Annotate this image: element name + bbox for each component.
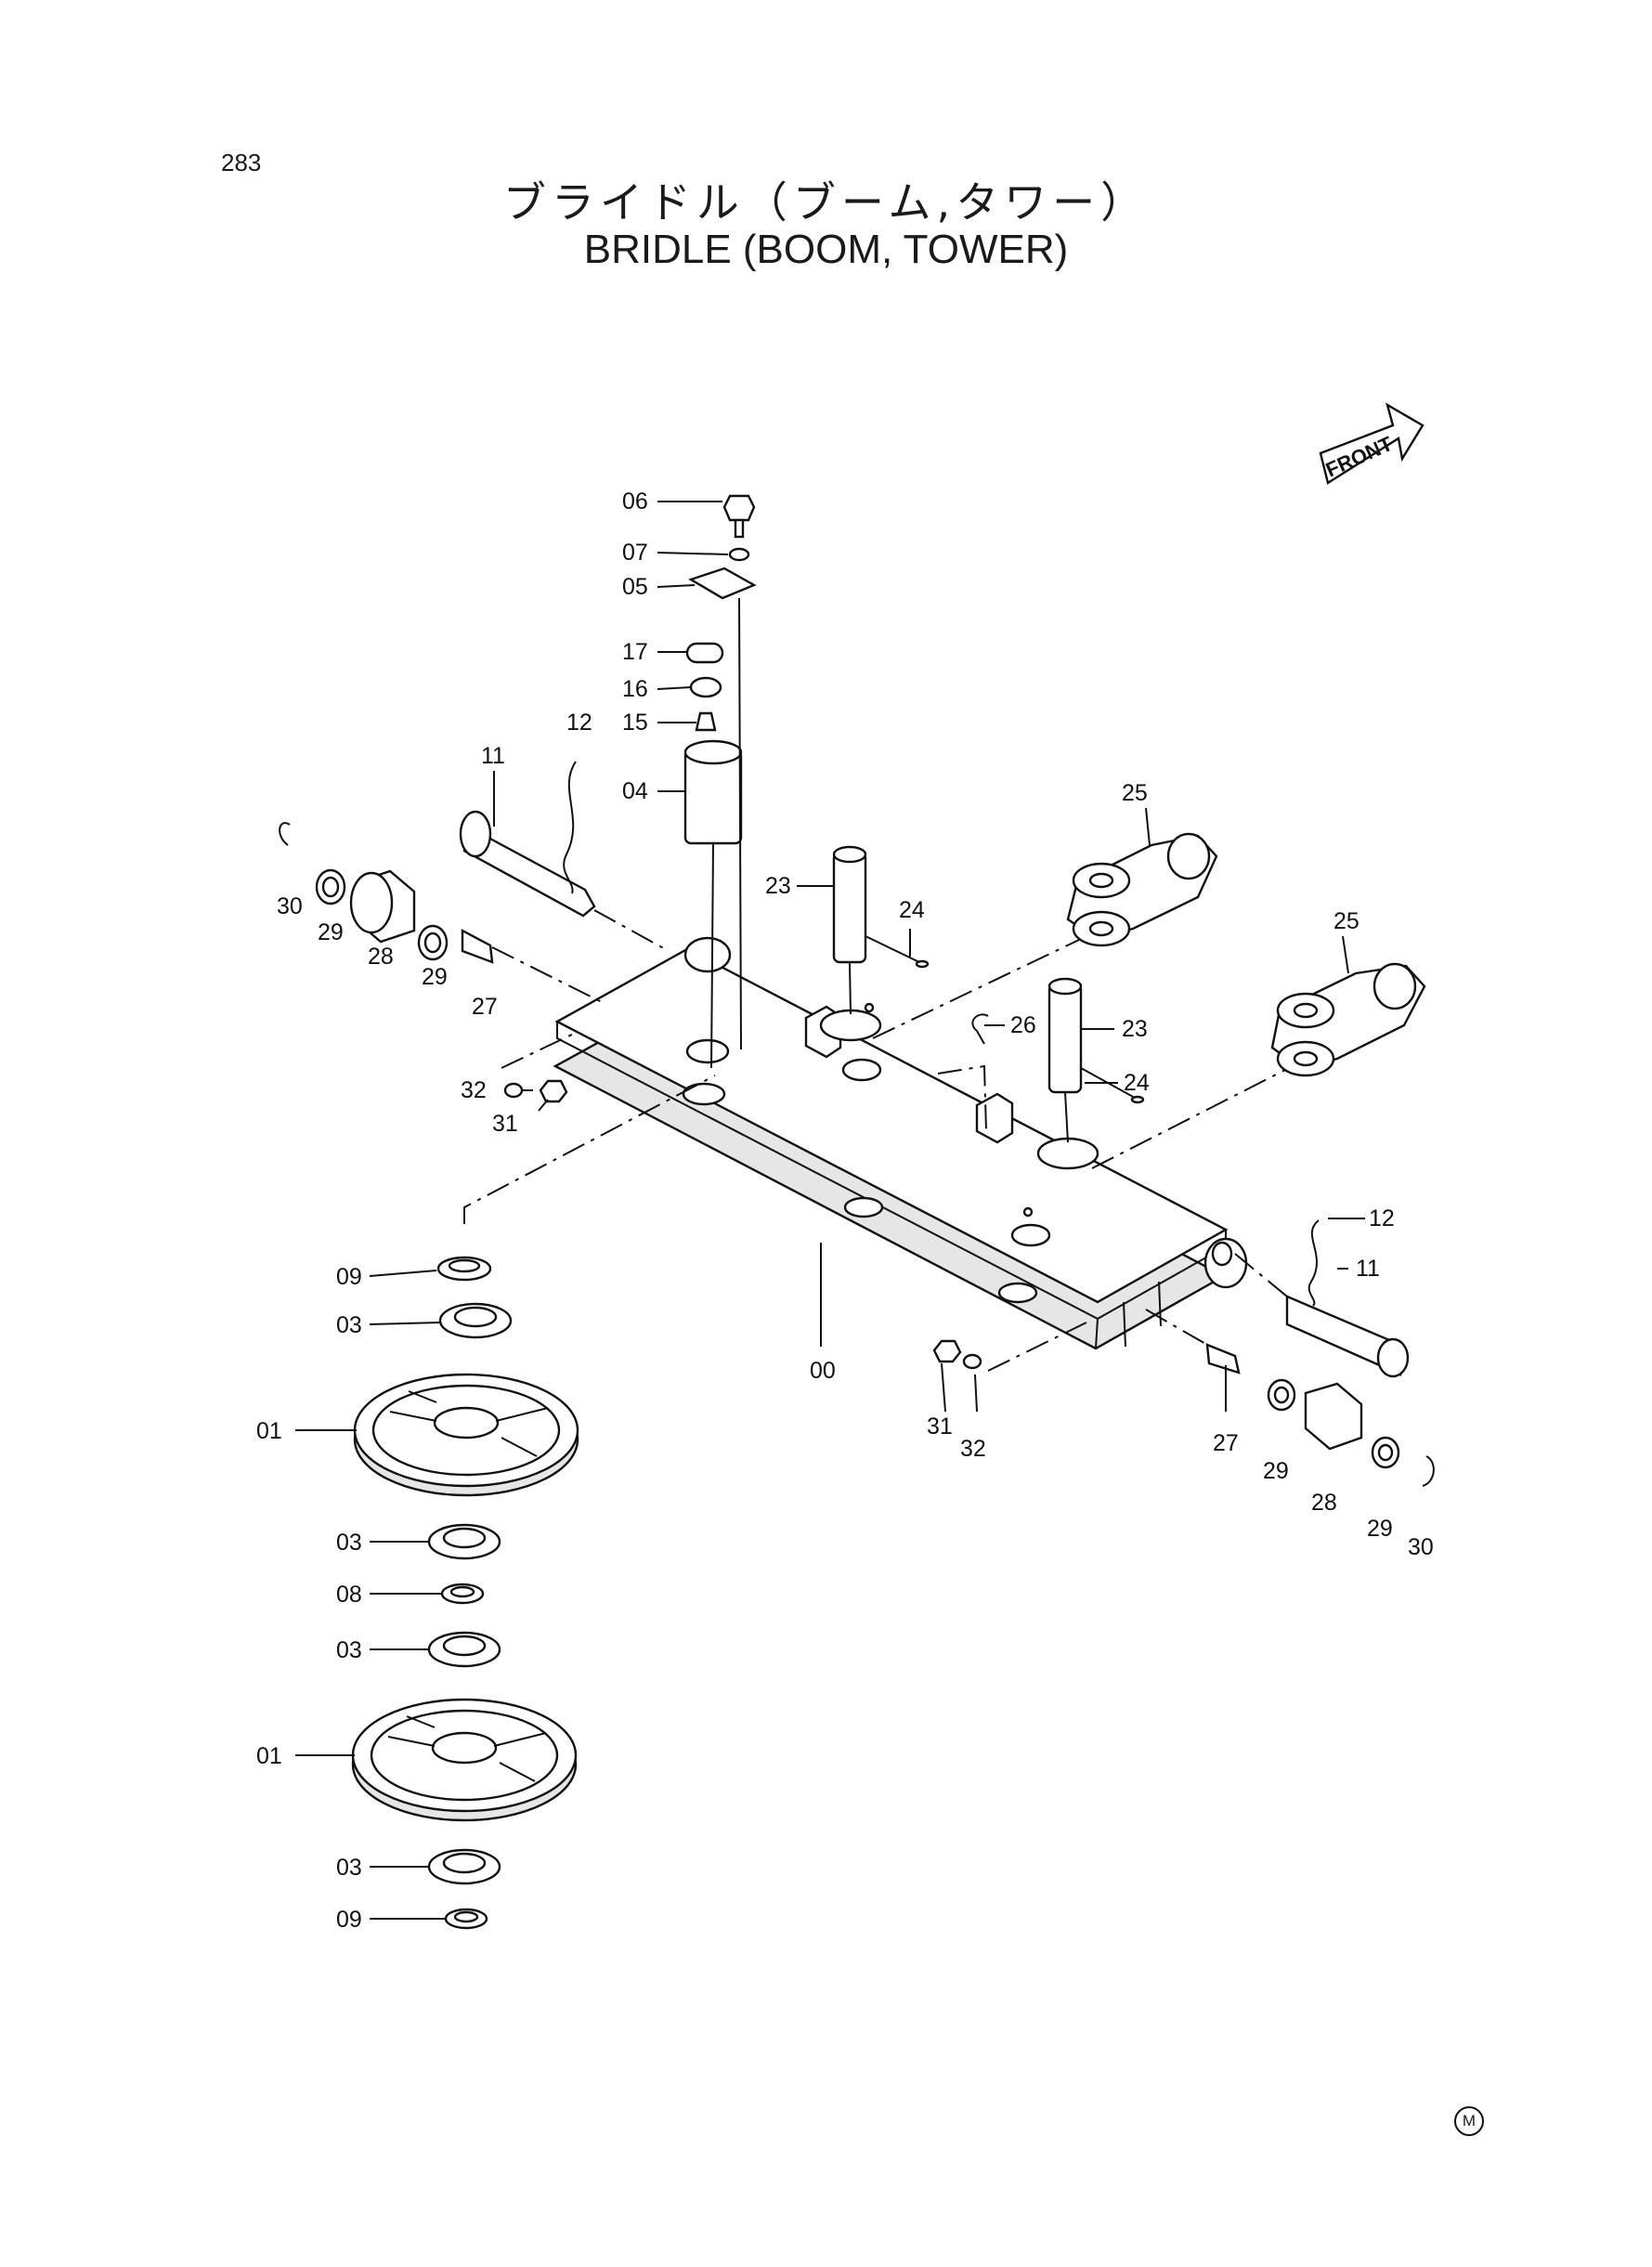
callout-06: 06 bbox=[622, 489, 648, 515]
callout-04: 04 bbox=[622, 778, 648, 804]
callout-29-left-a: 29 bbox=[318, 919, 344, 945]
front-arrow-icon: FRONT bbox=[1319, 402, 1424, 485]
pins-and-arms bbox=[832, 832, 1426, 1169]
callout-03-a: 03 bbox=[336, 1312, 362, 1338]
nut-washer-parts bbox=[501, 1032, 1087, 1372]
callout-07: 07 bbox=[622, 540, 648, 566]
callout-27-right: 27 bbox=[1213, 1430, 1239, 1456]
callout-09-bottom: 09 bbox=[336, 1907, 362, 1933]
callout-23-lower: 23 bbox=[1122, 1016, 1148, 1042]
callout-24-upper: 24 bbox=[899, 897, 925, 923]
callout-09-top: 09 bbox=[336, 1264, 362, 1290]
callout-01-top: 01 bbox=[256, 1418, 282, 1444]
leader-lines bbox=[295, 501, 1365, 1920]
callout-29-left-b: 29 bbox=[422, 964, 448, 990]
callout-29-right-a: 29 bbox=[1263, 1458, 1289, 1484]
callout-27-left: 27 bbox=[472, 994, 498, 1020]
callout-24-lower: 24 bbox=[1124, 1070, 1150, 1096]
center-pin-stack bbox=[683, 494, 757, 1069]
sheave-stack bbox=[351, 1075, 822, 1930]
callout-32-left: 32 bbox=[461, 1077, 487, 1103]
page-number: 283 bbox=[221, 149, 262, 176]
callout-25-upper: 25 bbox=[1122, 780, 1148, 806]
callout-11-right: 11 bbox=[1356, 1256, 1380, 1282]
callout-23-upper: 23 bbox=[765, 873, 791, 899]
callout-03-d: 03 bbox=[336, 1855, 362, 1881]
callout-12-right: 12 bbox=[1369, 1205, 1395, 1231]
title-japanese: ブライドル（ブーム,タワー） bbox=[502, 177, 1150, 228]
callout-28-right: 28 bbox=[1311, 1490, 1337, 1516]
bridle-frame bbox=[553, 936, 1248, 1350]
callout-26: 26 bbox=[1010, 1012, 1036, 1038]
callout-29-right-b: 29 bbox=[1367, 1516, 1393, 1542]
callout-01-bottom: 01 bbox=[256, 1743, 282, 1769]
callout-05: 05 bbox=[622, 574, 648, 600]
callout-30-right: 30 bbox=[1408, 1534, 1434, 1560]
callout-03-c: 03 bbox=[336, 1637, 362, 1663]
callout-08: 08 bbox=[336, 1582, 362, 1608]
callout-11-left: 11 bbox=[481, 743, 505, 769]
callout-25-lower: 25 bbox=[1333, 908, 1359, 934]
left-side-parts bbox=[279, 761, 670, 1004]
callout-30-left: 30 bbox=[277, 893, 303, 919]
callout-03-b: 03 bbox=[336, 1530, 362, 1556]
callout-12-left: 12 bbox=[566, 710, 592, 736]
callout-28-left: 28 bbox=[368, 944, 394, 970]
callout-15: 15 bbox=[622, 710, 648, 736]
title-english: BRIDLE (BOOM, TOWER) bbox=[583, 227, 1069, 272]
callout-17: 17 bbox=[622, 639, 648, 665]
callout-labels: 06 07 05 17 16 15 04 11 12 30 29 28 29 2… bbox=[256, 489, 1434, 1933]
m-mark: M bbox=[1454, 2106, 1484, 2136]
callout-32-right: 32 bbox=[960, 1436, 986, 1462]
callout-31-left: 31 bbox=[492, 1111, 518, 1137]
callout-31-right: 31 bbox=[927, 1414, 953, 1440]
callout-16: 16 bbox=[622, 676, 648, 702]
right-side-parts bbox=[1145, 1219, 1435, 1487]
callout-00: 00 bbox=[810, 1358, 836, 1384]
